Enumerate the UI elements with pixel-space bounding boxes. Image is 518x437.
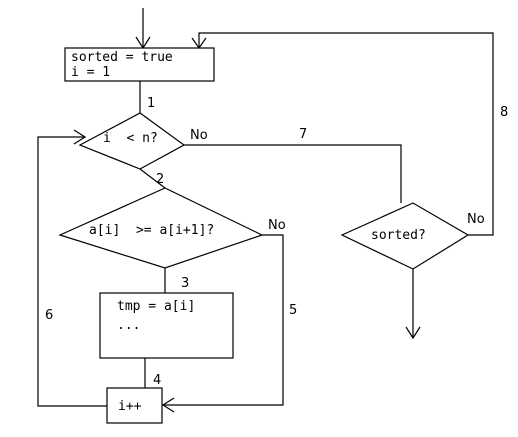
init-line-2: i = 1: [71, 65, 110, 80]
loop-no-label: No: [190, 128, 208, 143]
edge-5-label: 5: [289, 303, 297, 318]
edge-7-line: [184, 144, 402, 203]
edge-4-label: 4: [153, 373, 161, 388]
compare-diamond: [58, 187, 264, 269]
edge-6-line: [37, 136, 107, 407]
sorted-check-text: sorted?: [371, 228, 426, 243]
edge-6-arrowhead: [73, 129, 87, 145]
loop-check-diamond: [78, 112, 186, 170]
swap-box: [99, 292, 234, 359]
compare-no-label: No: [268, 218, 286, 233]
edge-7-label: 7: [299, 127, 307, 142]
edge-8-label: 8: [500, 105, 508, 120]
init-line-1: sorted = true: [71, 50, 173, 65]
edge-8-line: [198, 32, 494, 236]
loop-check-text: i < n?: [103, 131, 158, 146]
compare-text: a[i] >= a[i+1]?: [89, 223, 214, 238]
swap-line-1: tmp = a[i]: [117, 299, 195, 314]
edge-6-label: 6: [45, 308, 53, 323]
edge-5-arrowhead: [161, 397, 175, 413]
edge-3-label: 3: [181, 276, 189, 291]
increment-box: [106, 387, 163, 424]
edge-2-line: [139, 168, 166, 189]
init-box: [64, 47, 215, 82]
increment-text: i++: [118, 399, 142, 414]
sorted-check-diamond: [340, 202, 470, 270]
edge-1-label: 1: [147, 96, 155, 111]
edge-2-label: 2: [156, 172, 164, 187]
swap-line-2: ...: [117, 318, 140, 333]
edge-5-line: [163, 234, 284, 406]
sorted-no-label: No: [467, 212, 485, 227]
exit-arrowhead: [405, 326, 421, 340]
